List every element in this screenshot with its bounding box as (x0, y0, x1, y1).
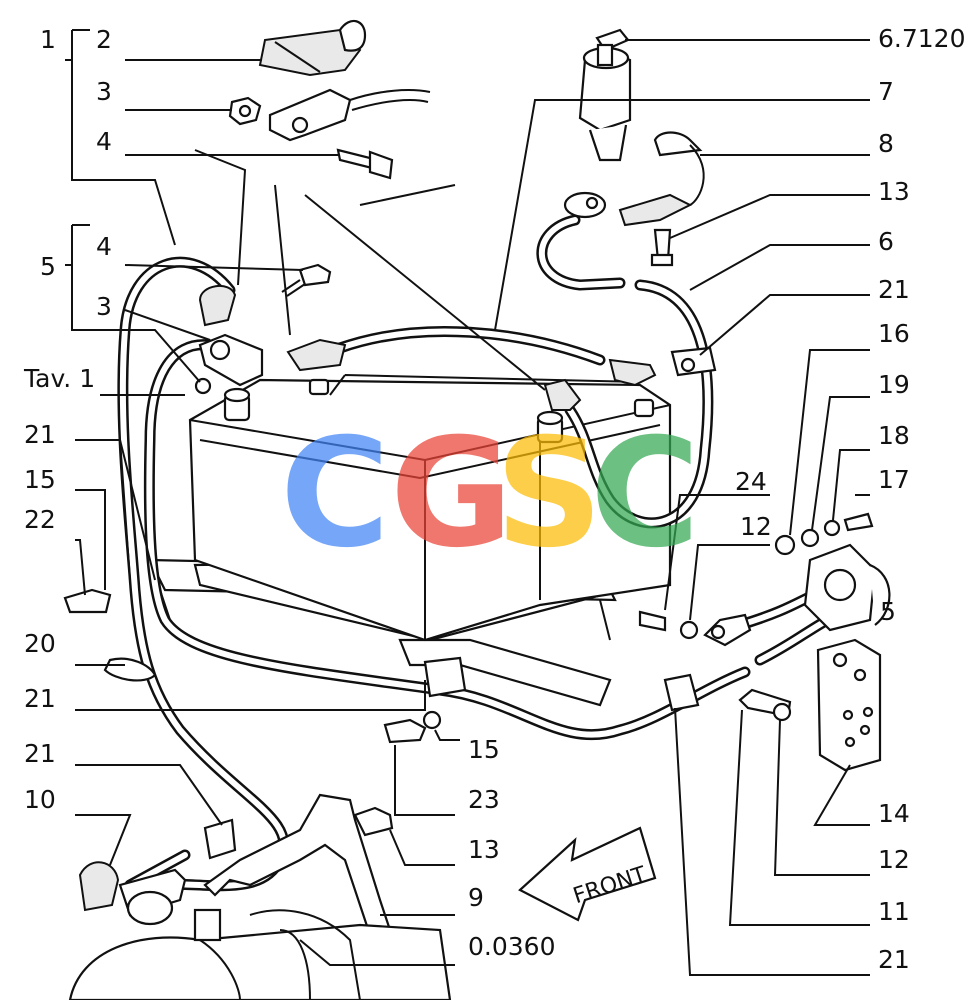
callout-21-a: 21 (24, 420, 56, 449)
watermark-letter-c1: C (280, 407, 390, 581)
callout-5-right: 5 (880, 597, 896, 626)
callout-labels: 1 2 3 4 4 5 3 Tav. 1 21 15 22 20 21 21 1… (23, 24, 965, 974)
leader-lines (65, 29, 870, 976)
cables (117, 214, 856, 892)
callout-12-bottom: 12 (878, 845, 910, 874)
callout-21-b: 21 (24, 684, 56, 713)
callout-4-top: 4 (96, 127, 112, 156)
callout-13-bottom: 13 (468, 835, 500, 864)
watermark-letter-g: G (390, 407, 513, 581)
callout-0-0360: 0.0360 (468, 932, 555, 961)
callout-11: 11 (878, 897, 910, 926)
callout-16: 16 (878, 319, 910, 348)
watermark-letter-s: S (495, 407, 603, 581)
callout-7: 7 (878, 77, 894, 106)
callout-14: 14 (878, 799, 910, 828)
front-arrow: FRONT (518, 826, 657, 922)
callout-12-mid: 12 (740, 512, 772, 541)
callout-17: 17 (878, 465, 910, 494)
callout-23: 23 (468, 785, 500, 814)
callout-19: 19 (878, 370, 910, 399)
callout-13-top: 13 (878, 177, 910, 206)
callout-15-left: 15 (24, 465, 56, 494)
callout-20: 20 (24, 629, 56, 658)
watermark-letter-c2: C (590, 407, 700, 581)
callout-3-mid: 3 (96, 292, 112, 321)
parts (63, 19, 891, 1000)
callout-tav-1: Tav. 1 (23, 364, 95, 393)
callout-15-bottom: 15 (468, 735, 500, 764)
callout-21-e: 21 (878, 945, 910, 974)
callout-8: 8 (878, 129, 894, 158)
callout-6: 6 (878, 227, 894, 256)
callout-10: 10 (24, 785, 56, 814)
callout-24: 24 (735, 467, 767, 496)
watermark: C G S C (280, 407, 700, 581)
callout-22: 22 (24, 505, 56, 534)
callout-9: 9 (468, 883, 484, 912)
callout-1: 1 (40, 25, 56, 54)
callout-6-7120: 6.7120 (878, 24, 965, 53)
callout-2: 2 (96, 25, 112, 54)
callout-21-c: 21 (24, 739, 56, 768)
battery (188, 374, 672, 642)
callout-3-top: 3 (96, 77, 112, 106)
callout-4-mid: 4 (96, 232, 112, 261)
callout-21-d: 21 (878, 275, 910, 304)
callout-18: 18 (878, 421, 910, 450)
callout-5-left: 5 (40, 252, 56, 281)
